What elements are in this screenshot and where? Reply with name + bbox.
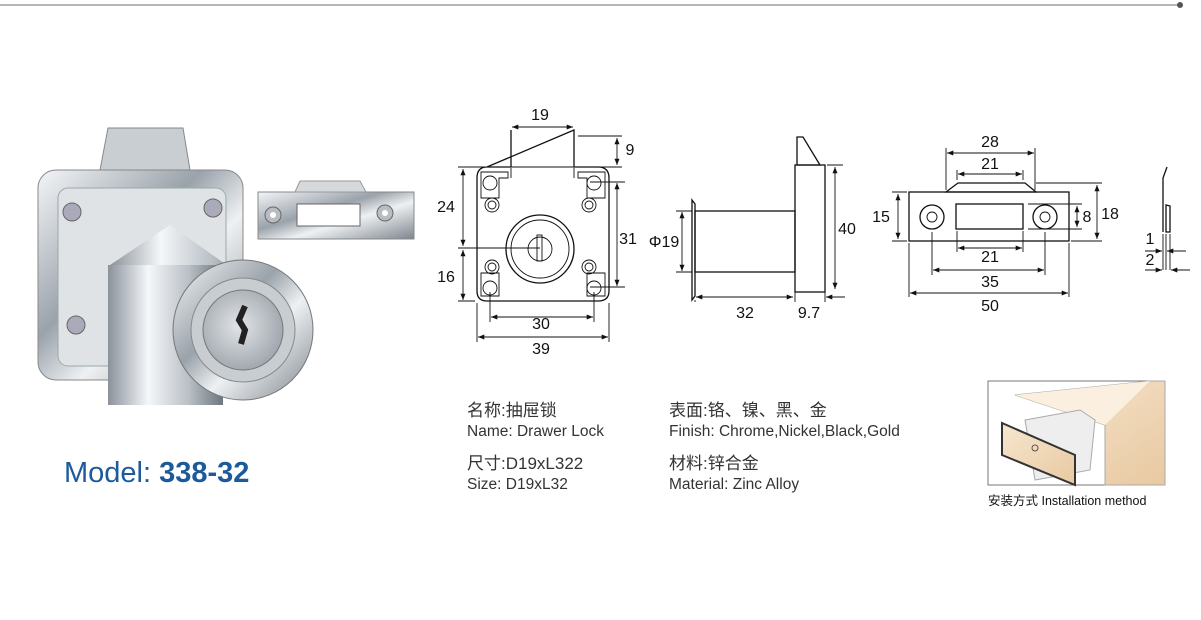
side-view-drawing: 40 Φ19 32 9.7 <box>649 136 856 322</box>
strike-plate-profile-drawing: 1 2 <box>1145 166 1190 273</box>
dim-label: 30 <box>532 316 550 333</box>
spec-name-en: Name: Drawer Lock <box>467 423 604 440</box>
product-photo-lock <box>37 127 314 405</box>
dim-label: 15 <box>872 209 890 226</box>
spec-size-en: Size: D19xL32 <box>467 476 568 493</box>
spec-finish-cn: 表面:铬、镍、黑、金 <box>669 401 827 420</box>
dim-label: 39 <box>532 341 550 358</box>
spec-material-en: Material: Zinc Alloy <box>669 476 800 493</box>
dim-label: 8 <box>1083 209 1092 226</box>
dim-label: 24 <box>437 199 455 216</box>
dim-label: 35 <box>981 274 999 291</box>
model-value: 338-32 <box>159 457 250 489</box>
dim-label: 32 <box>736 305 754 322</box>
dim-label: 28 <box>981 134 999 151</box>
dim-label: 18 <box>1101 206 1119 223</box>
dim-label: 16 <box>437 269 455 286</box>
installation-illustration <box>987 380 1166 487</box>
dim-label: 1 <box>1146 231 1155 248</box>
dim-label: 19 <box>531 107 549 124</box>
strike-plate-drawing: 28 21 15 8 18 21 35 50 <box>872 134 1119 315</box>
dim-label: 21 <box>981 156 999 173</box>
installation-caption: 安装方式 Installation method <box>988 494 1147 508</box>
spec-finish-en: Finish: Chrome,Nickel,Black,Gold <box>669 423 900 440</box>
spec-size-cn: 尺寸:D19xL322 <box>467 454 584 473</box>
product-photo-strike-plate <box>257 180 415 240</box>
dim-label: 9.7 <box>798 305 820 322</box>
top-rule <box>0 2 1183 8</box>
dim-label: 2 <box>1146 252 1155 269</box>
dim-label: 50 <box>981 298 999 315</box>
model-label: Model: <box>64 457 152 489</box>
spec-name-cn: 名称:抽屉锁 <box>467 401 557 420</box>
spec-material-cn: 材料:锌合金 <box>669 454 759 473</box>
dim-label: Φ19 <box>649 234 680 251</box>
dim-label: 9 <box>626 142 635 159</box>
front-view-drawing: 19 9 24 16 31 30 39 <box>437 107 637 358</box>
dim-label: 31 <box>619 231 637 248</box>
model-number: Model: 338-32 <box>64 457 249 490</box>
dim-label: 21 <box>981 249 999 266</box>
dim-label: 40 <box>838 221 856 238</box>
